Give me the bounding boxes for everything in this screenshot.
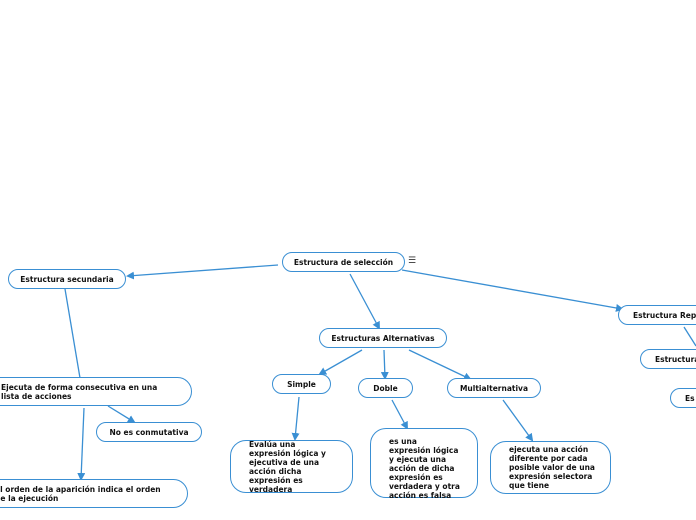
- node-orden[interactable]: El orden de la aparición indica el orden…: [0, 479, 188, 508]
- edge-root-alternativas: [349, 273, 380, 330]
- edge-simple-desc: [291, 396, 300, 441]
- node-doble[interactable]: Doble: [358, 378, 413, 398]
- menu-icon[interactable]: ☰: [408, 256, 417, 266]
- node-simple[interactable]: Simple: [272, 374, 331, 394]
- edge-multi-desc: [502, 399, 534, 442]
- edge-rep-child1: [683, 326, 696, 347]
- edge-desc-orden: [77, 407, 86, 481]
- edge-doble-desc: [391, 399, 408, 430]
- edge-alt-simple: [318, 349, 363, 375]
- edge-root-secuencial: [126, 264, 279, 280]
- node-repetitiva-child1[interactable]: Estructura: [640, 349, 696, 369]
- node-simple-desc[interactable]: Evalúa una expresión lógica y ejecutiva …: [230, 440, 353, 494]
- node-secuencial[interactable]: Estructura secundaria: [8, 269, 126, 289]
- edge-alt-doble: [380, 349, 389, 380]
- edge-root-repetitiva: [401, 269, 624, 312]
- node-no-conmutativa[interactable]: No es conmutativa: [96, 422, 202, 442]
- edge-alt-multi: [408, 349, 472, 381]
- node-repetitiva-child2[interactable]: Es: [670, 388, 696, 408]
- edge-desc-noconm: [107, 405, 136, 424]
- node-secuencial-desc[interactable]: Ejecuta de forma consecutiva en una list…: [0, 377, 192, 406]
- edge-secuencial-desc: [64, 288, 81, 379]
- node-root[interactable]: Estructura de selección: [282, 252, 405, 272]
- node-multi-desc[interactable]: ejecuta una acción diferente por cada po…: [490, 441, 611, 494]
- node-alternativas[interactable]: Estructuras Alternativas: [319, 328, 447, 348]
- node-repetitiva[interactable]: Estructura Repe: [618, 305, 696, 325]
- node-doble-desc[interactable]: es una expresión lógica y ejecuta una ac…: [370, 428, 478, 500]
- node-multialternativa[interactable]: Multialternativa: [447, 378, 541, 398]
